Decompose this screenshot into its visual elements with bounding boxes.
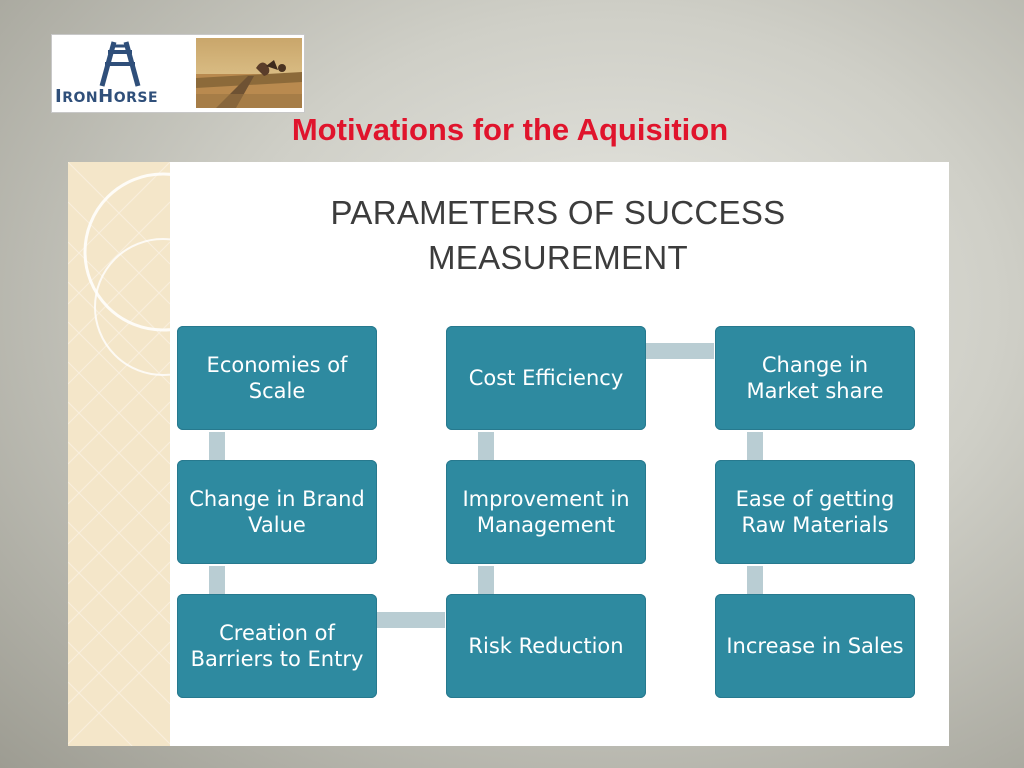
western-painting-image [196, 38, 302, 108]
railroad-track-icon [99, 41, 141, 87]
content-panel: PARAMETERS OF SUCCESS MEASUREMENT Econom… [68, 162, 949, 746]
box-risk-reduction: Risk Reduction [446, 594, 646, 698]
box-ease-of-getting-raw-materials: Ease of getting Raw Materials [715, 460, 915, 564]
connector [209, 566, 225, 594]
diagram-title: PARAMETERS OF SUCCESS MEASUREMENT [330, 194, 786, 276]
box-cost-efficiency: Cost Efficiency [446, 326, 646, 430]
box-increase-in-sales: Increase in Sales [715, 594, 915, 698]
connector [747, 432, 763, 460]
box-change-in-brand-value: Change in Brand Value [177, 460, 377, 564]
connector [478, 566, 494, 594]
box-creation-of-barriers-to-entry: Creation of Barriers to Entry [177, 594, 377, 698]
connector [377, 612, 445, 628]
box-improvement-in-management: Improvement in Management [446, 460, 646, 564]
connector [209, 432, 225, 460]
connector [646, 343, 714, 359]
connector [478, 432, 494, 460]
box-change-in-market-share: Change in Market share [715, 326, 915, 430]
box-economies-of-scale: Economies of Scale [177, 326, 377, 430]
slide-title: Motivations for the Aquisition [291, 112, 729, 147]
ironhorse-logo: IRONHORSE [51, 34, 305, 113]
logo-wordmark: IRONHORSE [55, 86, 159, 107]
connector [747, 566, 763, 594]
decorative-swirl [68, 162, 170, 746]
